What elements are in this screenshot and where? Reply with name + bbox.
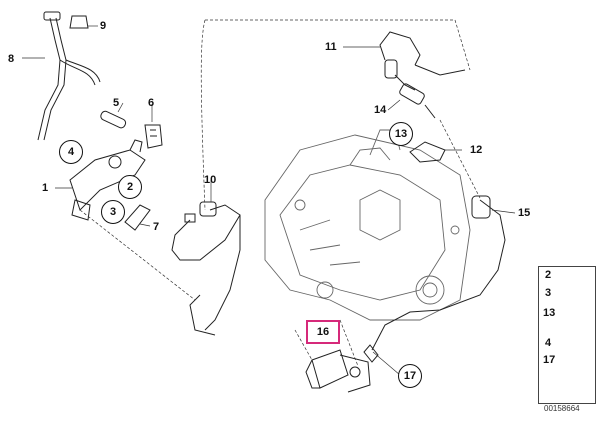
clip-part-7	[124, 204, 151, 231]
callout-6: 6	[148, 97, 155, 109]
pipe-part-11	[379, 31, 466, 91]
hose-part-8	[37, 11, 101, 141]
callout-13: 13	[389, 122, 413, 146]
callout-1: 1	[42, 182, 49, 194]
pipe-part-15	[371, 195, 506, 351]
legend-3: 3	[545, 287, 552, 299]
callout-15: 15	[518, 207, 531, 219]
legend-13: 13	[543, 307, 556, 319]
callout-3: 3	[101, 200, 125, 224]
callout-11: 11	[325, 41, 337, 53]
legend-4: 4	[545, 337, 552, 349]
document-number: 00158664	[544, 404, 580, 413]
callout-8: 8	[8, 53, 15, 65]
transmission-housing	[264, 129, 471, 321]
connector-part-14	[399, 83, 436, 119]
pipe-part-10	[171, 201, 241, 336]
callout-12: 12	[470, 144, 483, 156]
legend-2: 2	[545, 269, 552, 281]
bolt-part-5	[100, 110, 127, 129]
callout-14: 14	[374, 104, 387, 116]
bracket-part-12	[409, 141, 446, 163]
master-cylinder-part-1	[69, 139, 146, 221]
callout-7: 7	[153, 221, 160, 233]
callout-9: 9	[100, 20, 107, 32]
callout-10: 10	[204, 174, 217, 186]
callout-2: 2	[118, 175, 142, 199]
clip-part-6	[144, 124, 163, 149]
callout-17: 17	[398, 364, 422, 388]
callout-5: 5	[113, 97, 120, 109]
slave-cylinder-part-16	[305, 349, 371, 393]
cap-part-9	[69, 15, 89, 29]
fitting-part-17	[363, 344, 379, 363]
legend-17: 17	[543, 354, 556, 366]
fastener-legend: 2 3 13 4 17	[538, 266, 596, 404]
callout-4: 4	[59, 140, 83, 164]
callout-16-highlighted[interactable]: 16	[306, 320, 340, 344]
